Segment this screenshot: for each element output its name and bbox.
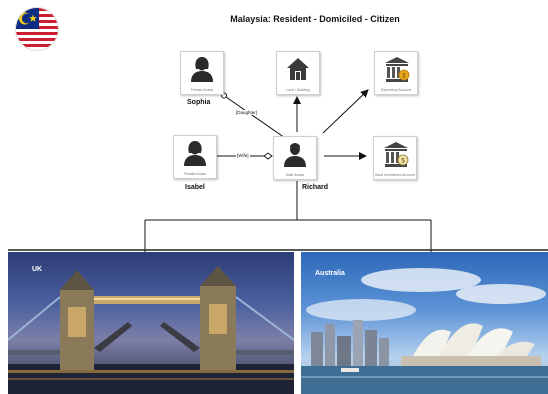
daughter-relation-label: [Daughter] <box>235 110 259 115</box>
australia-label: Australia <box>315 270 345 277</box>
female-avatar-icon <box>184 141 206 166</box>
node-caption: Land / Building <box>286 87 310 92</box>
diagram-title: Malaysia: Resident - Domiciled - Citizen <box>230 14 400 24</box>
bank-building-icon: $ <box>384 142 409 167</box>
node-caption: Female Avatar <box>190 87 214 92</box>
uk-label: UK <box>32 266 43 273</box>
bank-investment-account-node: $ Bank Investment Account <box>373 136 417 180</box>
daughter-link <box>225 96 289 141</box>
isabel-name: Isabel <box>185 184 205 191</box>
uk-tower-bridge-photo: UK <box>8 252 294 394</box>
australia-opera-house-photo: Australia <box>301 252 548 394</box>
coin-icon <box>397 154 409 166</box>
richard-name: Richard <box>302 184 329 191</box>
sophia-node: Female Avatar <box>180 51 224 95</box>
svg-text:$: $ <box>402 74 406 80</box>
svg-text:$: $ <box>401 159 405 165</box>
node-caption: Depository Account <box>380 87 412 92</box>
coin-icon <box>398 69 410 81</box>
wife-relation-label: [Wife] <box>236 153 250 158</box>
node-caption: Male Avatar <box>285 172 305 177</box>
sophia-name: Sophia <box>187 99 211 106</box>
female-avatar-icon <box>191 57 213 82</box>
bank-building-icon: $ <box>385 57 410 82</box>
house-icon <box>287 58 309 80</box>
arrow-to-depository <box>322 89 369 134</box>
node-caption: Female Avatar <box>183 171 207 176</box>
malaysia-flag-icon <box>16 8 58 50</box>
node-caption: Bank Investment Account <box>375 172 415 177</box>
isabel-node: Female Avatar <box>173 135 217 179</box>
depository-account-node: $ Depository Account <box>374 51 418 95</box>
flag-canton <box>16 8 39 29</box>
tower-bridge-illustration <box>8 266 294 394</box>
richard-node: Male Avatar <box>273 136 317 180</box>
male-avatar-icon <box>284 143 306 167</box>
land-building-node: Land / Building <box>276 51 320 95</box>
sydney-opera-house-illustration <box>301 268 548 394</box>
